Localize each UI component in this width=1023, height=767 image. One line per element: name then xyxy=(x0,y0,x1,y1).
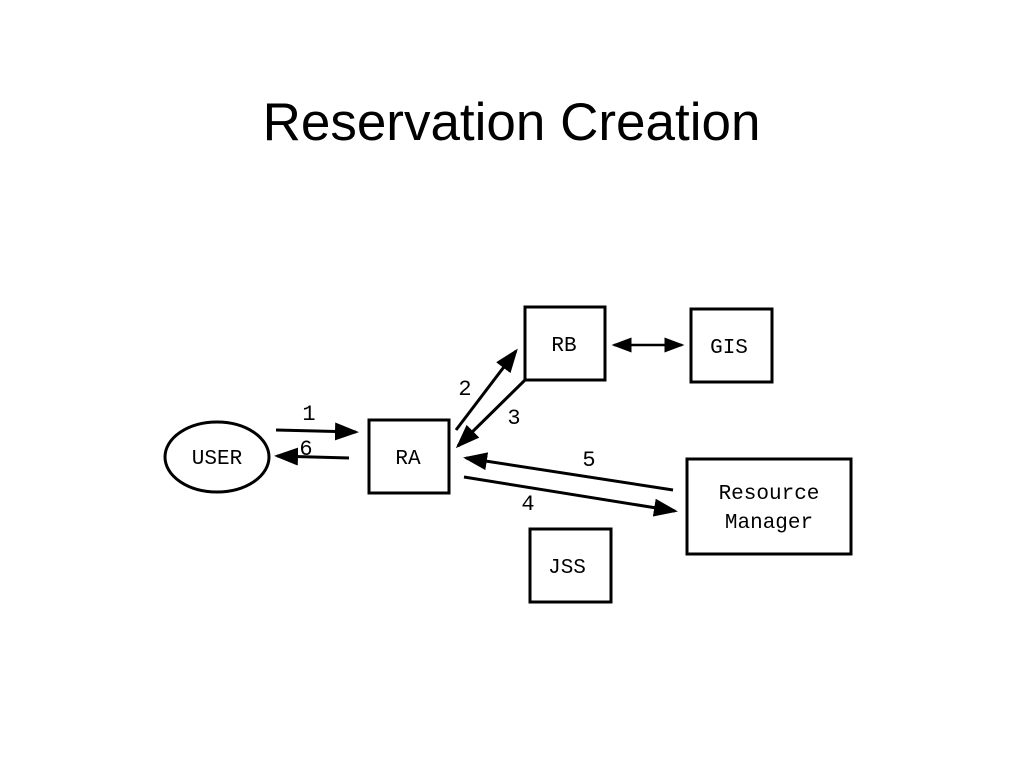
jss-box xyxy=(528,527,613,604)
arrow-step-1 xyxy=(275,422,359,441)
arrow-step-3-label: 3 xyxy=(507,406,520,431)
resource-manager-box xyxy=(685,457,853,556)
resource-manager-label-line1: Resource xyxy=(719,483,820,506)
arrow-step-2-label: 2 xyxy=(458,377,471,402)
user-label: USER xyxy=(192,448,243,471)
rb-box xyxy=(523,305,607,382)
gis-box xyxy=(689,307,774,384)
user-ellipse xyxy=(163,420,271,494)
jss-node: JSS xyxy=(528,527,613,604)
gis-node: GIS xyxy=(689,307,774,384)
user-node: USER xyxy=(163,420,271,494)
ra-label: RA xyxy=(395,448,421,471)
arrow-step-4-label: 4 xyxy=(521,492,534,517)
rb-label: RB xyxy=(551,335,576,358)
arrow-step-2 xyxy=(454,348,518,431)
jss-label: JSS xyxy=(548,557,586,580)
arrow-step-4 xyxy=(463,475,678,517)
arrow-step-5 xyxy=(463,452,674,492)
ra-node: RA xyxy=(367,418,451,495)
arrow-step-5-label: 5 xyxy=(582,448,595,473)
resource-manager-label-line2: Manager xyxy=(725,512,813,535)
arrow-step-1-label: 1 xyxy=(302,402,315,427)
arrow-step-6 xyxy=(274,447,350,466)
rb-node: RB xyxy=(523,305,607,382)
slide-title: Reservation Creation xyxy=(262,93,761,152)
arrow-step-3 xyxy=(455,378,527,449)
resource-manager-node: Resource Manager xyxy=(685,457,853,556)
ra-box xyxy=(367,418,451,495)
gis-label: GIS xyxy=(710,337,748,360)
arrow-step-6-label: 6 xyxy=(299,437,312,462)
